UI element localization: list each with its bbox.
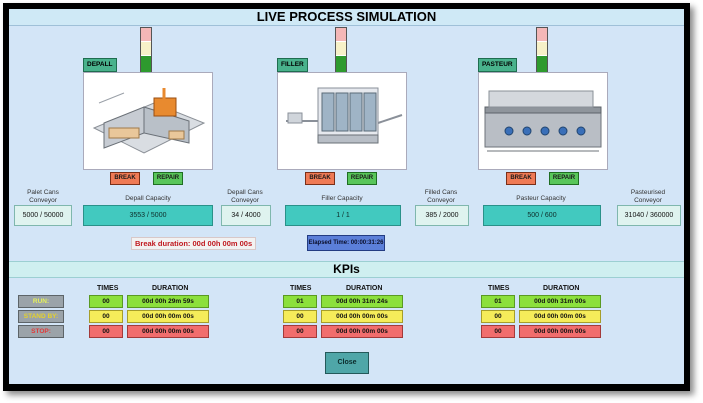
pasteur-stop-times: 00 (481, 325, 515, 338)
kpi-duration-header: DURATION (152, 285, 189, 292)
filler-stop-times: 00 (283, 325, 317, 338)
depall-standby-times: 00 (89, 310, 123, 323)
depall-run-times: 00 (89, 295, 123, 308)
elapsed-time-display: Elapsed Time: 00:00:31:26 (307, 235, 385, 251)
red-lamp (141, 28, 151, 41)
pasteurised-conveyor-label: Pasteurised Conveyor (630, 189, 666, 204)
depall-break-button[interactable]: BREAK (110, 172, 140, 185)
palet-cans-conveyor-label: Palet Cans Conveyor (27, 189, 59, 204)
depall-capacity-label: Depall Capacity (125, 195, 171, 202)
depall-repair-button[interactable]: REPAIR (153, 172, 183, 185)
pasteurised-conveyor-value: 31040 / 360000 (617, 205, 681, 226)
palet-cans-conveyor-value: 5000 / 50000 (14, 205, 72, 226)
filler-capacity-value: 1 / 1 (285, 205, 401, 226)
filler-capacity-label: Filler Capacity (321, 195, 363, 202)
kpi-times-header: TIMES (290, 285, 312, 292)
filler-break-button[interactable]: BREAK (305, 172, 335, 185)
pasteur-run-times: 01 (481, 295, 515, 308)
yellow-lamp (141, 42, 151, 55)
depall-stop-times: 00 (89, 325, 123, 338)
filler-status-light (335, 27, 347, 73)
stop-label: STOP: (18, 325, 64, 338)
kpi-duration-header: DURATION (346, 285, 383, 292)
filler-label[interactable]: FILLER (277, 58, 308, 72)
stand-by-label: STAND BY: (18, 310, 64, 323)
pasteur-machine-image (478, 72, 608, 170)
depall-label[interactable]: DEPALL (83, 58, 117, 72)
break-duration-text: Break duration: 00d 00h 00m 00s (131, 237, 257, 250)
pasteur-standby-duration: 00d 00h 00m 00s (519, 310, 601, 323)
depall-status-light (140, 27, 152, 73)
filler-run-duration: 00d 00h 31m 24s (321, 295, 403, 308)
red-lamp (336, 28, 346, 41)
filler-run-times: 01 (283, 295, 317, 308)
depall-stop-duration: 00d 00h 00m 00s (127, 325, 209, 338)
filler-repair-button[interactable]: REPAIR (347, 172, 377, 185)
pasteur-standby-times: 00 (481, 310, 515, 323)
pasteur-capacity-label: Pasteur Capacity (516, 195, 566, 202)
run-label: RUN: (18, 295, 64, 308)
kpi-times-header: TIMES (97, 285, 119, 292)
depall-run-duration: 00d 00h 29m 59s (127, 295, 209, 308)
depall-machine-image (83, 72, 213, 170)
green-lamp (537, 56, 547, 72)
red-lamp (537, 28, 547, 41)
green-lamp (336, 56, 346, 72)
depall-cans-conveyor-value: 34 / 4000 (221, 205, 271, 226)
filler-stop-duration: 00d 00h 00m 00s (321, 325, 403, 338)
simulation-window: LIVE PROCESS SIMULATION DEPALL FILLER PA… (9, 9, 684, 384)
yellow-lamp (537, 42, 547, 55)
pasteur-status-light (536, 27, 548, 73)
depall-capacity-value: 3553 / 5000 (83, 205, 213, 226)
pasteur-stop-duration: 00d 00h 00m 00s (519, 325, 601, 338)
close-button[interactable]: Close (325, 352, 369, 374)
pasteur-run-duration: 00d 00h 31m 00s (519, 295, 601, 308)
pasteur-capacity-value: 500 / 600 (483, 205, 601, 226)
depall-cans-conveyor-label: Depall Cans Conveyor (227, 189, 263, 204)
filler-standby-times: 00 (283, 310, 317, 323)
kpi-duration-header: DURATION (543, 285, 580, 292)
depall-standby-duration: 00d 00h 00m 00s (127, 310, 209, 323)
yellow-lamp (336, 42, 346, 55)
filler-machine-image (277, 72, 407, 170)
pasteur-break-button[interactable]: BREAK (506, 172, 536, 185)
pasteur-repair-button[interactable]: REPAIR (549, 172, 579, 185)
window-title: LIVE PROCESS SIMULATION (9, 9, 684, 26)
pasteur-label[interactable]: PASTEUR (478, 58, 517, 72)
filler-standby-duration: 00d 00h 00m 00s (321, 310, 403, 323)
filled-cans-conveyor-value: 385 / 2000 (415, 205, 469, 226)
kpi-section-title: KPIs (9, 261, 684, 278)
kpi-times-header: TIMES (488, 285, 510, 292)
filled-cans-conveyor-label: Filled Cans Conveyor (424, 189, 458, 204)
green-lamp (141, 56, 151, 72)
